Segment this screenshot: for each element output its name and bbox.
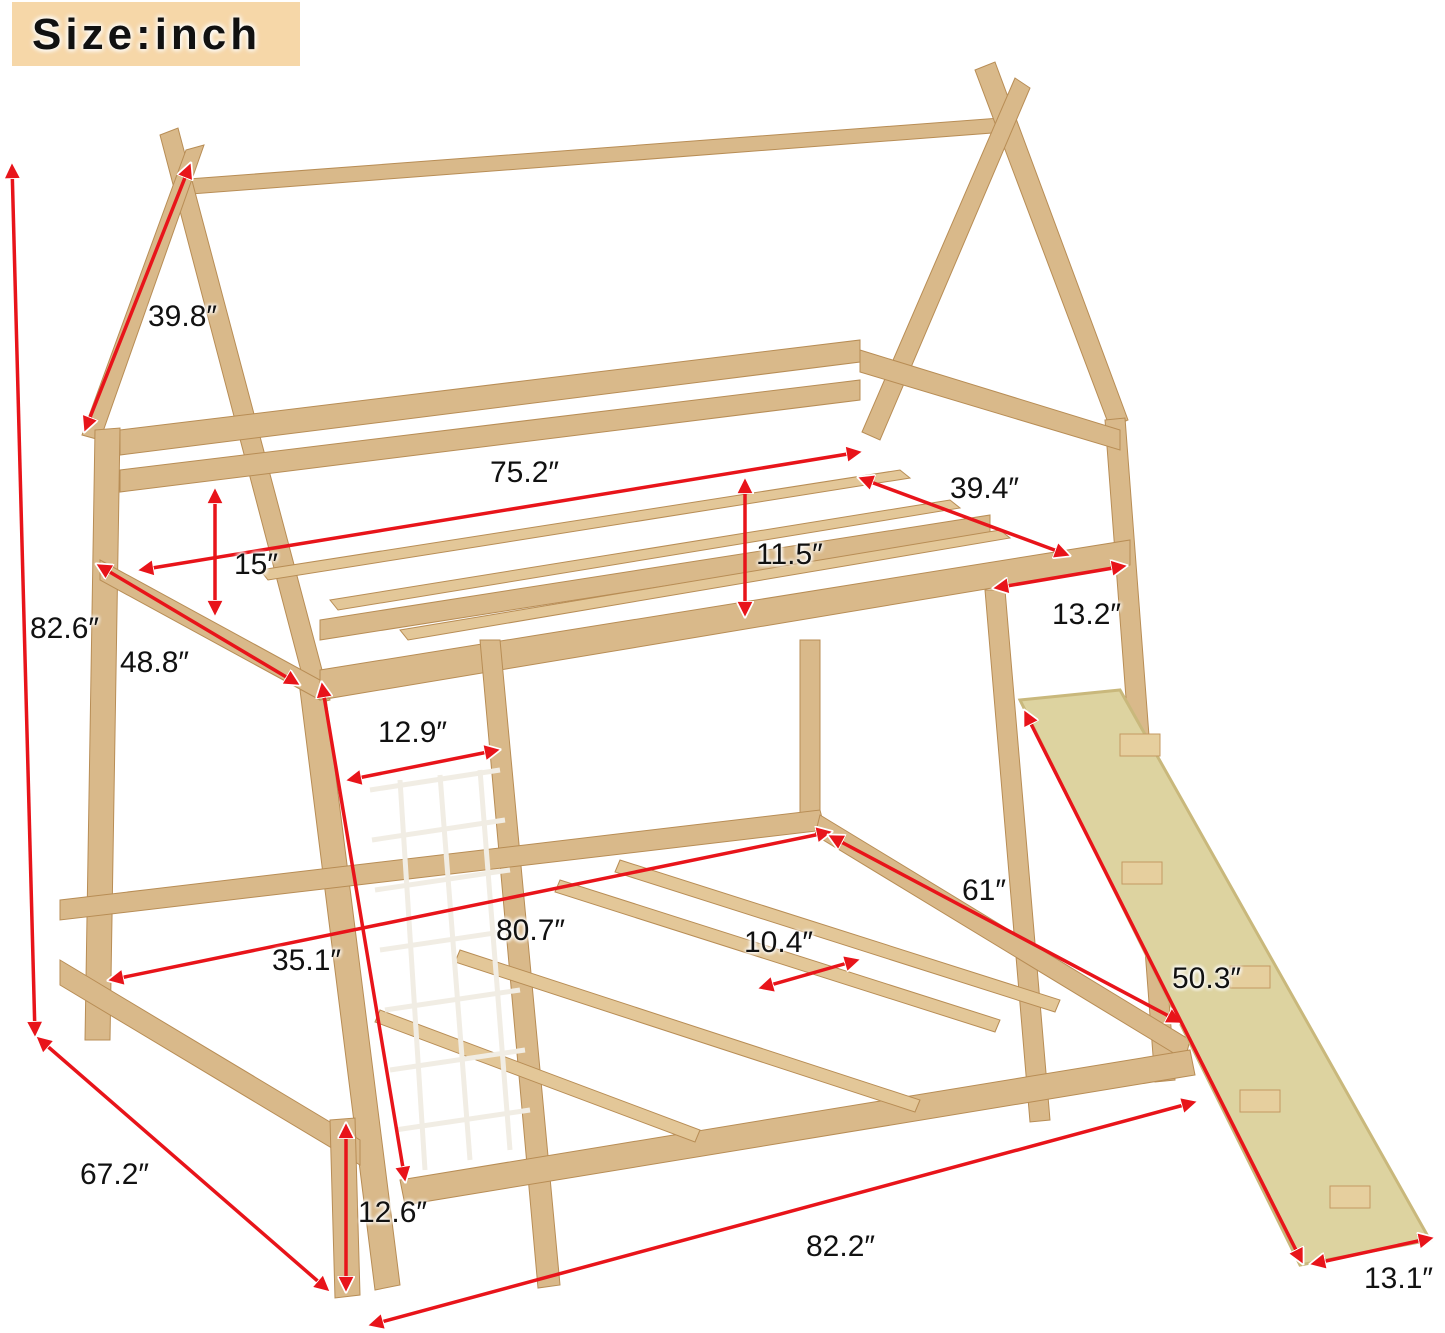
dim-ramp-length: 50.3″: [1172, 962, 1242, 995]
dim-slat-spacing: 10.4″: [744, 926, 814, 959]
arrow-overall-length: [370, 1102, 1195, 1325]
dim-bottom-bunk-diagonal: 80.7″: [496, 914, 566, 947]
arrow-bottom-bunk-diagonal: [110, 832, 830, 980]
dim-ladder-opening: 13.2″: [1052, 598, 1122, 631]
bed-frame: [59, 61, 1196, 1299]
arrow-ramp-width: [1312, 1238, 1432, 1264]
arrow-overall-height: [12, 165, 35, 1035]
unit-badge-label: Size:inch: [32, 10, 262, 59]
arrow-ramp-length: [1025, 712, 1302, 1262]
dim-roof-slope: 39.8″: [148, 300, 218, 333]
arrow-slat-spacing: [760, 960, 858, 988]
dim-overall-height: 82.6″: [30, 612, 100, 645]
arrow-upper-side-length: [98, 565, 298, 684]
arrow-overall-width: [38, 1038, 328, 1290]
dim-bottom-bunk-width: 61″: [962, 874, 1006, 907]
dim-upper-side-length: 48.8″: [120, 646, 190, 679]
arrow-top-bunk-width: [860, 478, 1068, 555]
arrow-roof-slope: [85, 165, 190, 430]
dim-guardrail-height: 15″: [234, 548, 278, 581]
unit-badge: Size:inch: [12, 2, 300, 66]
dim-rail-height: 11.5″: [756, 538, 823, 571]
dim-overall-length: 82.2″: [806, 1230, 876, 1263]
dim-bottom-rail-height: 12.6″: [358, 1196, 428, 1229]
dim-bottom-clearance: 35.1″: [272, 944, 342, 977]
arrow-top-bunk-length: [140, 452, 860, 570]
dimension-arrows: [12, 165, 1432, 1325]
dim-net-width: 12.9″: [378, 716, 448, 749]
dim-top-bunk-width: 39.4″: [950, 472, 1020, 505]
dim-ramp-width: 13.1″: [1364, 1262, 1434, 1295]
dim-overall-width: 67.2″: [80, 1158, 150, 1191]
arrow-ladder-opening: [995, 566, 1125, 588]
dim-top-bunk-length: 75.2″: [490, 456, 560, 489]
